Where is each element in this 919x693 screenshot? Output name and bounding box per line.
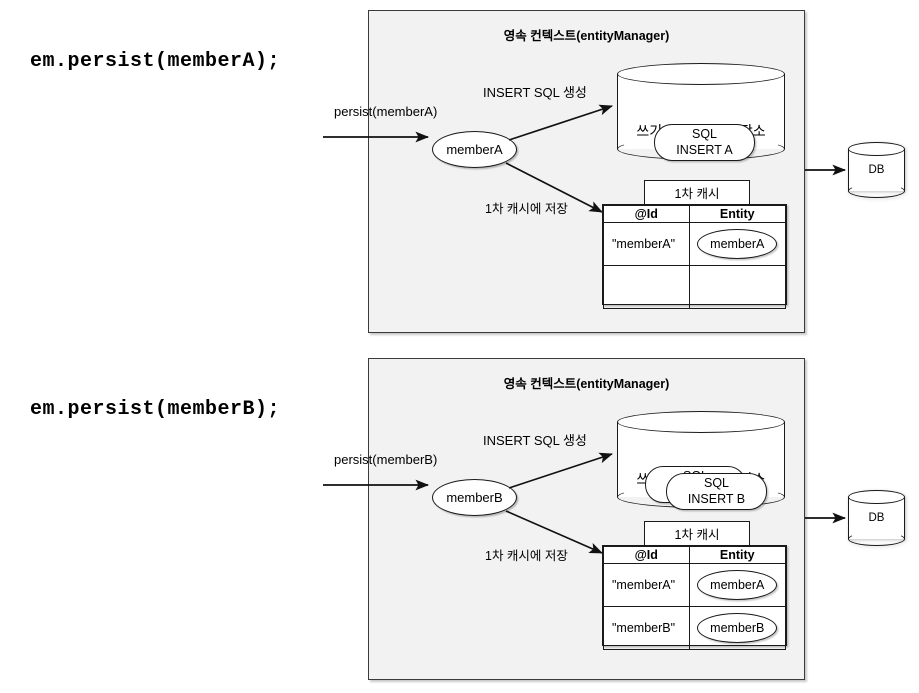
cache-caption-a: 1차 캐시 (644, 180, 750, 205)
table-row: "memberA" memberA (603, 563, 787, 607)
code-label-persist-a: em.persist(memberA); (30, 50, 281, 73)
sql-insert-a-line2: INSERT A (676, 142, 733, 157)
db-top (848, 490, 905, 504)
db-bottom (848, 532, 905, 546)
cell-entity-b-0: memberA (688, 563, 787, 607)
sql-insert-b-box: SQL INSERT B (666, 473, 767, 510)
cache-arrow-label-b: 1차 캐시에 저장 (485, 549, 568, 563)
sql-insert-a-box: SQL INSERT A (654, 124, 755, 161)
table-row (603, 265, 787, 309)
cell-id-a-1 (603, 265, 690, 309)
code-label-persist-b: em.persist(memberB); (30, 398, 281, 421)
panel-title-a: 영속 컨텍스트(entityManager) (503, 29, 670, 43)
sql-insert-a-line1: SQL (691, 126, 717, 141)
table-header-row: @Id Entity (603, 546, 787, 564)
cylinder-top (617, 63, 785, 85)
cell-entity-a-1 (688, 265, 787, 309)
header-entity-a: Entity (688, 205, 787, 223)
header-id-b: @Id (603, 546, 690, 564)
db-top (848, 142, 905, 156)
db-bottom (848, 184, 905, 198)
database-cylinder-b: DB (848, 490, 905, 546)
cell-id-a-0: "memberA" (603, 222, 690, 266)
entry-arrow-label-b: persist(memberB) (334, 452, 438, 467)
entity-node-a: memberA (432, 131, 517, 168)
cell-id-b-0: "memberA" (603, 563, 690, 607)
entry-arrow-label-a: persist(memberA) (334, 104, 438, 119)
panel-title-b: 영속 컨텍스트(entityManager) (503, 377, 670, 391)
entity-ellipse-b-1: memberB (697, 613, 778, 643)
first-level-cache-table-b: @Id Entity "memberA" memberA "memberB" m… (602, 545, 787, 650)
insert-arrow-label-a: INSERT SQL 생성 (483, 85, 587, 100)
cylinder-top (617, 411, 785, 433)
cache-caption-b: 1차 캐시 (644, 521, 750, 546)
first-level-cache-table-a: @Id Entity "memberA" memberA (602, 204, 787, 309)
table-row: "memberB" memberB (603, 606, 787, 650)
header-id-a: @Id (603, 205, 690, 223)
cell-entity-a-0: memberA (688, 222, 787, 266)
entity-ellipse-a-0: memberA (697, 229, 778, 259)
cell-id-b-1: "memberB" (603, 606, 690, 650)
sql-insert-b-line2: INSERT B (687, 491, 746, 506)
sql-insert-b-line1: SQL (703, 475, 729, 490)
header-entity-b: Entity (688, 546, 787, 564)
table-row: "memberA" memberA (603, 222, 787, 266)
insert-arrow-label-b: INSERT SQL 생성 (483, 433, 587, 448)
cache-arrow-label-a: 1차 캐시에 저장 (485, 202, 568, 216)
entity-ellipse-b-0: memberA (697, 570, 778, 600)
table-header-row: @Id Entity (603, 205, 787, 223)
cell-entity-b-1: memberB (688, 606, 787, 650)
db-label-b: DB (868, 512, 885, 524)
database-cylinder-a: DB (848, 142, 905, 198)
db-label-a: DB (868, 164, 885, 176)
entity-node-b: memberB (432, 479, 517, 516)
